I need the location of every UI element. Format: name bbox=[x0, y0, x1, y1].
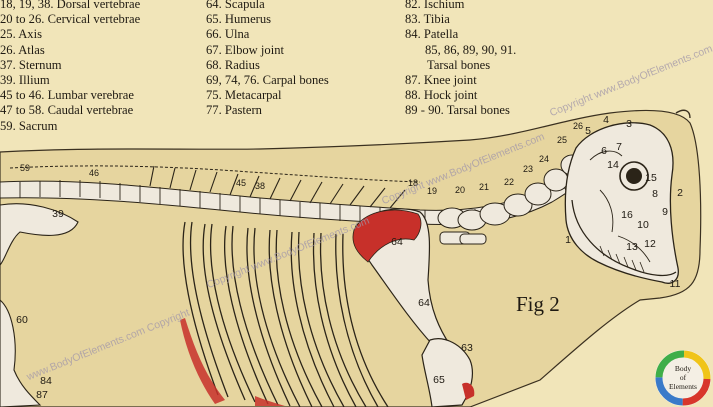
legend-entry: 65. Humerus bbox=[206, 12, 272, 27]
label-4: 4 bbox=[603, 114, 609, 126]
label-15: 15 bbox=[645, 172, 657, 184]
skull bbox=[564, 122, 679, 284]
ilium bbox=[0, 203, 79, 266]
legend-entry: 47 to 58. Caudal vertebrae bbox=[0, 103, 134, 118]
legend-entry: 83. Tibia bbox=[405, 12, 450, 27]
label-20: 20 bbox=[454, 185, 466, 195]
legend-entry: 75. Metacarpal bbox=[206, 88, 282, 103]
label-23: 23 bbox=[522, 164, 534, 174]
legend-column-1: 18, 19, 38. Dorsal vertebrae 20 to 26. C… bbox=[0, 0, 140, 134]
rib-cage bbox=[182, 221, 389, 407]
skull-sutures bbox=[589, 150, 651, 263]
legend-entry: 85, 86, 89, 90, 91. bbox=[425, 42, 517, 57]
legend-entry: 84. Patella bbox=[405, 27, 459, 42]
label-14: 14 bbox=[607, 159, 619, 171]
eye-socket bbox=[626, 168, 642, 184]
hind-limb bbox=[0, 299, 42, 407]
label-84: 84 bbox=[40, 375, 52, 387]
label-46: 46 bbox=[88, 168, 100, 178]
legend-entry: Tarsal bones bbox=[427, 57, 491, 72]
label-16: 16 bbox=[621, 209, 633, 221]
label-65: 65 bbox=[433, 374, 445, 386]
sternum-cartilage bbox=[462, 382, 475, 400]
legend-entry: 89 - 90. Tarsal bones bbox=[405, 103, 510, 118]
legend-entry: 68. Radius bbox=[206, 57, 260, 72]
scapula-cartilage bbox=[352, 209, 422, 263]
figure-label: Fig 2 bbox=[516, 292, 560, 316]
legend-entry: 45 to 46. Lumbar verebrae bbox=[0, 88, 134, 103]
legend-entry: 26. Atlas bbox=[0, 42, 45, 57]
legend-entry: 39. Illium bbox=[0, 72, 50, 87]
legend-entry: 88. Hock joint bbox=[405, 88, 478, 103]
legend-entry: 82. Ischium bbox=[405, 0, 465, 11]
label-6: 6 bbox=[601, 145, 607, 157]
legend-entry: 59. Sacrum bbox=[0, 118, 58, 133]
body-silhouette bbox=[0, 109, 702, 407]
legend-column-3: 82. Ischium 83. Tibia 84. Patella 85, 86… bbox=[405, 0, 516, 119]
label-11: 11 bbox=[669, 278, 681, 290]
legend-entry: 87. Knee joint bbox=[405, 72, 477, 87]
legend-entry: 66. Ulna bbox=[206, 27, 250, 42]
label-38: 38 bbox=[254, 181, 266, 191]
label-22: 22 bbox=[503, 177, 515, 187]
label-3: 3 bbox=[626, 118, 632, 130]
label-25: 25 bbox=[556, 135, 568, 145]
legend-entry: 37. Sternum bbox=[0, 57, 62, 72]
legend-entry: 69, 74, 76. Carpal bones bbox=[206, 72, 329, 87]
label-26: 26 bbox=[572, 121, 584, 131]
label-7: 7 bbox=[616, 141, 622, 153]
label-39: 39 bbox=[52, 208, 64, 220]
label-19: 19 bbox=[426, 186, 438, 196]
label-60: 60 bbox=[16, 314, 28, 326]
label-5: 5 bbox=[585, 125, 591, 137]
legend-entry: 67. Elbow joint bbox=[206, 42, 285, 57]
label-12: 12 bbox=[644, 238, 656, 250]
label-1: 1 bbox=[565, 234, 571, 246]
label-64-lower: 64 bbox=[418, 297, 430, 309]
label-9: 9 bbox=[662, 206, 668, 218]
label-63: 63 bbox=[461, 342, 473, 354]
label-59: 59 bbox=[19, 163, 31, 173]
label-2: 2 bbox=[677, 187, 683, 199]
ear-outline bbox=[675, 109, 691, 119]
label-64-upper: 64 bbox=[391, 236, 403, 248]
body-of-elements-logo bbox=[655, 350, 711, 406]
vertebral-column bbox=[0, 157, 601, 225]
label-18: 18 bbox=[407, 178, 419, 188]
label-45: 45 bbox=[235, 178, 247, 188]
cervical-vertebrae bbox=[437, 154, 584, 245]
label-8: 8 bbox=[652, 188, 658, 200]
label-87: 87 bbox=[36, 389, 48, 401]
label-21: 21 bbox=[478, 182, 490, 192]
jaw bbox=[571, 199, 677, 277]
legend-entry: 25. Axis bbox=[0, 27, 42, 42]
legend-entry: 20 to 26. Cervical vertebrae bbox=[0, 12, 141, 27]
logo-text: Body of Elements bbox=[669, 364, 697, 391]
legend-entry: 64. Scapula bbox=[206, 0, 265, 11]
label-13: 13 bbox=[626, 241, 638, 253]
label-10: 10 bbox=[637, 219, 649, 231]
costal-cartilage bbox=[180, 318, 225, 404]
label-24: 24 bbox=[538, 154, 550, 164]
legend-column-2: 64. Scapula 65. Humerus 66. Ulna 67. Elb… bbox=[206, 0, 329, 119]
costal-cartilage-lower bbox=[255, 396, 285, 406]
legend-entry: 77. Pastern bbox=[206, 103, 262, 118]
teeth bbox=[599, 245, 645, 273]
legend-entry: 18, 19, 38. Dorsal vertebrae bbox=[0, 0, 141, 11]
